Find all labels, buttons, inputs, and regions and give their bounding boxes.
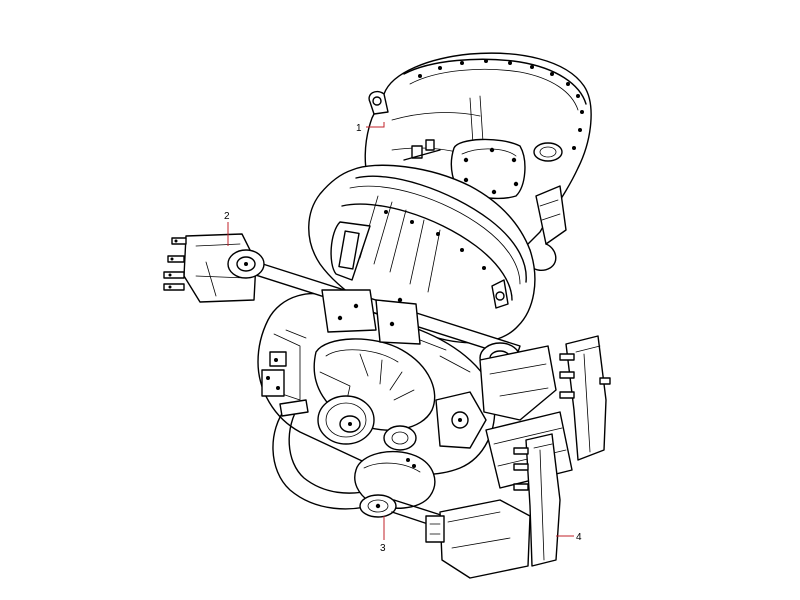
callout-2: 2: [224, 211, 230, 246]
intake-pipe: [272, 399, 377, 510]
flange-bolts: [418, 59, 584, 150]
cover-bolts: [463, 147, 519, 195]
engine-block: [257, 292, 496, 476]
front-mount-strut: [163, 233, 557, 421]
callout-label-3: 3: [380, 543, 386, 554]
rear-mount-bracket: [425, 335, 611, 579]
callout-3: 3: [380, 516, 386, 554]
gearbox-housing: [364, 52, 592, 271]
callout-label-4: 4: [576, 532, 582, 543]
callout-1: 1: [356, 122, 385, 134]
callout-label-2: 2: [224, 211, 230, 222]
callout-4: 4: [556, 532, 582, 543]
callout-label-1: 1: [356, 123, 362, 134]
output-coupling: [354, 450, 445, 529]
mount-studs-left: [163, 237, 187, 291]
